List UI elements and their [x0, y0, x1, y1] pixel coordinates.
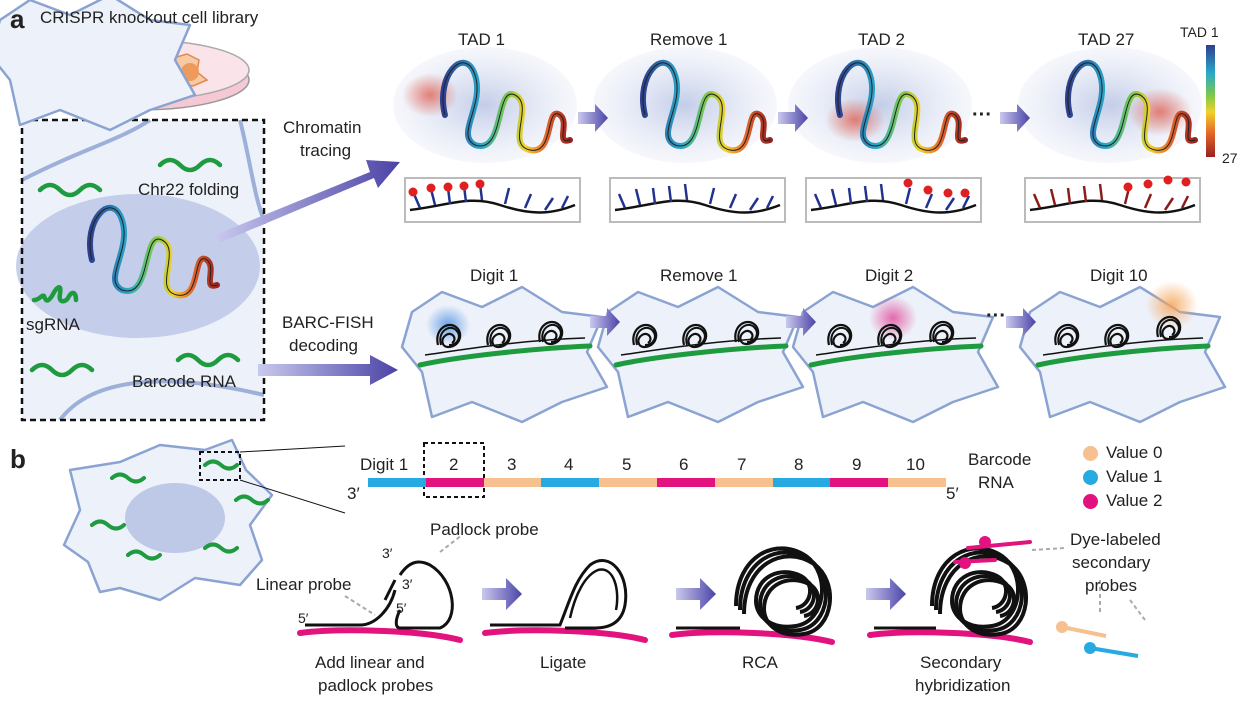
barcode-segment-9	[830, 478, 889, 487]
decoding-step-arrows	[590, 308, 1036, 336]
barcode-segment-7	[714, 478, 773, 487]
step-3-label: RCA	[742, 653, 778, 672]
barc-fish-label-2: decoding	[289, 336, 359, 355]
tracing-nucleus-3	[788, 47, 972, 163]
legend-label-value-2: Value 2	[1106, 491, 1163, 510]
digit-label-10: 10	[906, 455, 925, 474]
decoding-cell-1	[400, 285, 609, 424]
barcode-segment-1	[368, 478, 426, 487]
tracing-step-1: TAD 1	[458, 30, 505, 49]
tracing-ellipsis: ···	[972, 104, 992, 126]
tracing-nucleus-4	[1018, 47, 1202, 163]
linear-probe-label: Linear probe	[256, 575, 352, 594]
digit-2-highlight	[423, 442, 485, 498]
legend-swatch-value-0	[1083, 446, 1098, 461]
legend-label-value-0: Value 0	[1106, 443, 1163, 462]
end-label-5-left: 5′	[298, 610, 309, 626]
barcode-rna-squiggles	[29, 157, 241, 378]
decoding-step-4: Digit 10	[1090, 266, 1148, 285]
tracing-nucleus-1	[393, 47, 577, 163]
digit-label-7: 7	[737, 455, 747, 474]
colorbar-top-label: TAD 1	[1180, 24, 1219, 40]
dye-probes-label-2: secondary	[1072, 553, 1151, 572]
arrow-chromatin-tracing	[215, 160, 400, 243]
digit-label-5: 5	[622, 455, 632, 474]
dye-labeled-probes-icon	[1056, 621, 1139, 658]
decoding-step-2: Remove 1	[660, 266, 738, 285]
digit-label-1: Digit 1	[360, 455, 409, 474]
barcode-5-end: 5′	[946, 484, 959, 503]
chromatin-tracing-label-1: Chromatin	[283, 118, 362, 137]
dye-probes-label-3: probes	[1085, 576, 1137, 595]
library-title: CRISPR knockout cell library	[40, 8, 259, 27]
tracing-step-4: TAD 27	[1078, 30, 1135, 49]
step-rca	[669, 546, 835, 645]
tracing-step-3: TAD 2	[858, 30, 905, 49]
barcode-rna-title-2: RNA	[978, 473, 1014, 492]
decoding-step-1: Digit 1	[470, 266, 519, 285]
tracing-step-2: Remove 1	[650, 30, 728, 49]
step-ligate	[482, 559, 648, 643]
chr22-label: Chr22 folding	[138, 180, 240, 199]
protocol-step-arrows	[482, 578, 906, 610]
step-1-label-2: padlock probes	[318, 676, 434, 695]
probe-box-4	[1024, 175, 1201, 223]
digit-label-9: 9	[852, 455, 862, 474]
end-label-3-top: 3′	[382, 545, 393, 561]
padlock-probe-label: Padlock probe	[430, 520, 539, 539]
end-label-3-mid: 3′	[402, 576, 413, 592]
step-2-label: Ligate	[540, 653, 587, 672]
colorbar-bottom-label: 27	[1222, 150, 1238, 166]
decoding-cell-4	[1018, 281, 1227, 424]
tad-colorbar	[1206, 45, 1215, 157]
sgrna-label: sgRNA	[26, 315, 80, 334]
probe-box-1	[404, 177, 581, 223]
arrow-barc-fish	[258, 355, 398, 385]
digit-label-3: 3	[507, 455, 517, 474]
dye-probes-label-1: Dye-labeled	[1070, 530, 1161, 549]
barcode-rna-title-1: Barcode	[968, 450, 1032, 469]
tracing-nucleus-2	[593, 47, 777, 163]
barcode-segment-4	[541, 478, 600, 487]
decoding-cell-3	[791, 285, 1000, 424]
barcode-segment-5	[599, 478, 657, 487]
step-add-probes	[297, 534, 463, 643]
digit-label-8: 8	[794, 455, 804, 474]
step-1-label-1: Add linear and	[315, 653, 425, 672]
digit-label-6: 6	[679, 455, 689, 474]
legend-swatch-value-1	[1083, 470, 1098, 485]
barcode-segment-2	[425, 478, 484, 487]
step-secondary-hybridization	[867, 536, 1146, 645]
barc-fish-label-1: BARC-FISH	[282, 313, 374, 332]
probe-box-3	[805, 177, 982, 223]
decoding-ellipsis: ···	[986, 305, 1006, 327]
barcode-segment-10	[888, 478, 946, 487]
chromatin-tracing-label-2: tracing	[300, 141, 352, 160]
barcode-rna-label: Barcode RNA	[132, 372, 236, 391]
panel-a-label: a	[10, 4, 25, 34]
panel-b-label: b	[10, 444, 26, 474]
step-4-label-1: Secondary	[920, 653, 1002, 672]
legend-swatch-value-2	[1083, 494, 1098, 509]
probe-box-2	[609, 177, 786, 223]
panel-b-cell	[62, 438, 346, 602]
tracing-step-arrows	[578, 104, 1030, 132]
barcode-segment-3	[483, 478, 542, 487]
barcode-segment-8	[772, 478, 831, 487]
barcode-segment-6	[657, 478, 715, 487]
legend-label-value-1: Value 1	[1106, 467, 1163, 486]
decoding-cell-2	[596, 285, 805, 424]
barcode-3-end: 3′	[347, 484, 360, 503]
end-label-5-mid: 5′	[396, 600, 407, 616]
decoding-step-3: Digit 2	[865, 266, 914, 285]
digit-label-2: 2	[449, 455, 459, 474]
digit-label-4: 4	[564, 455, 574, 474]
step-4-label-2: hybridization	[915, 676, 1011, 695]
